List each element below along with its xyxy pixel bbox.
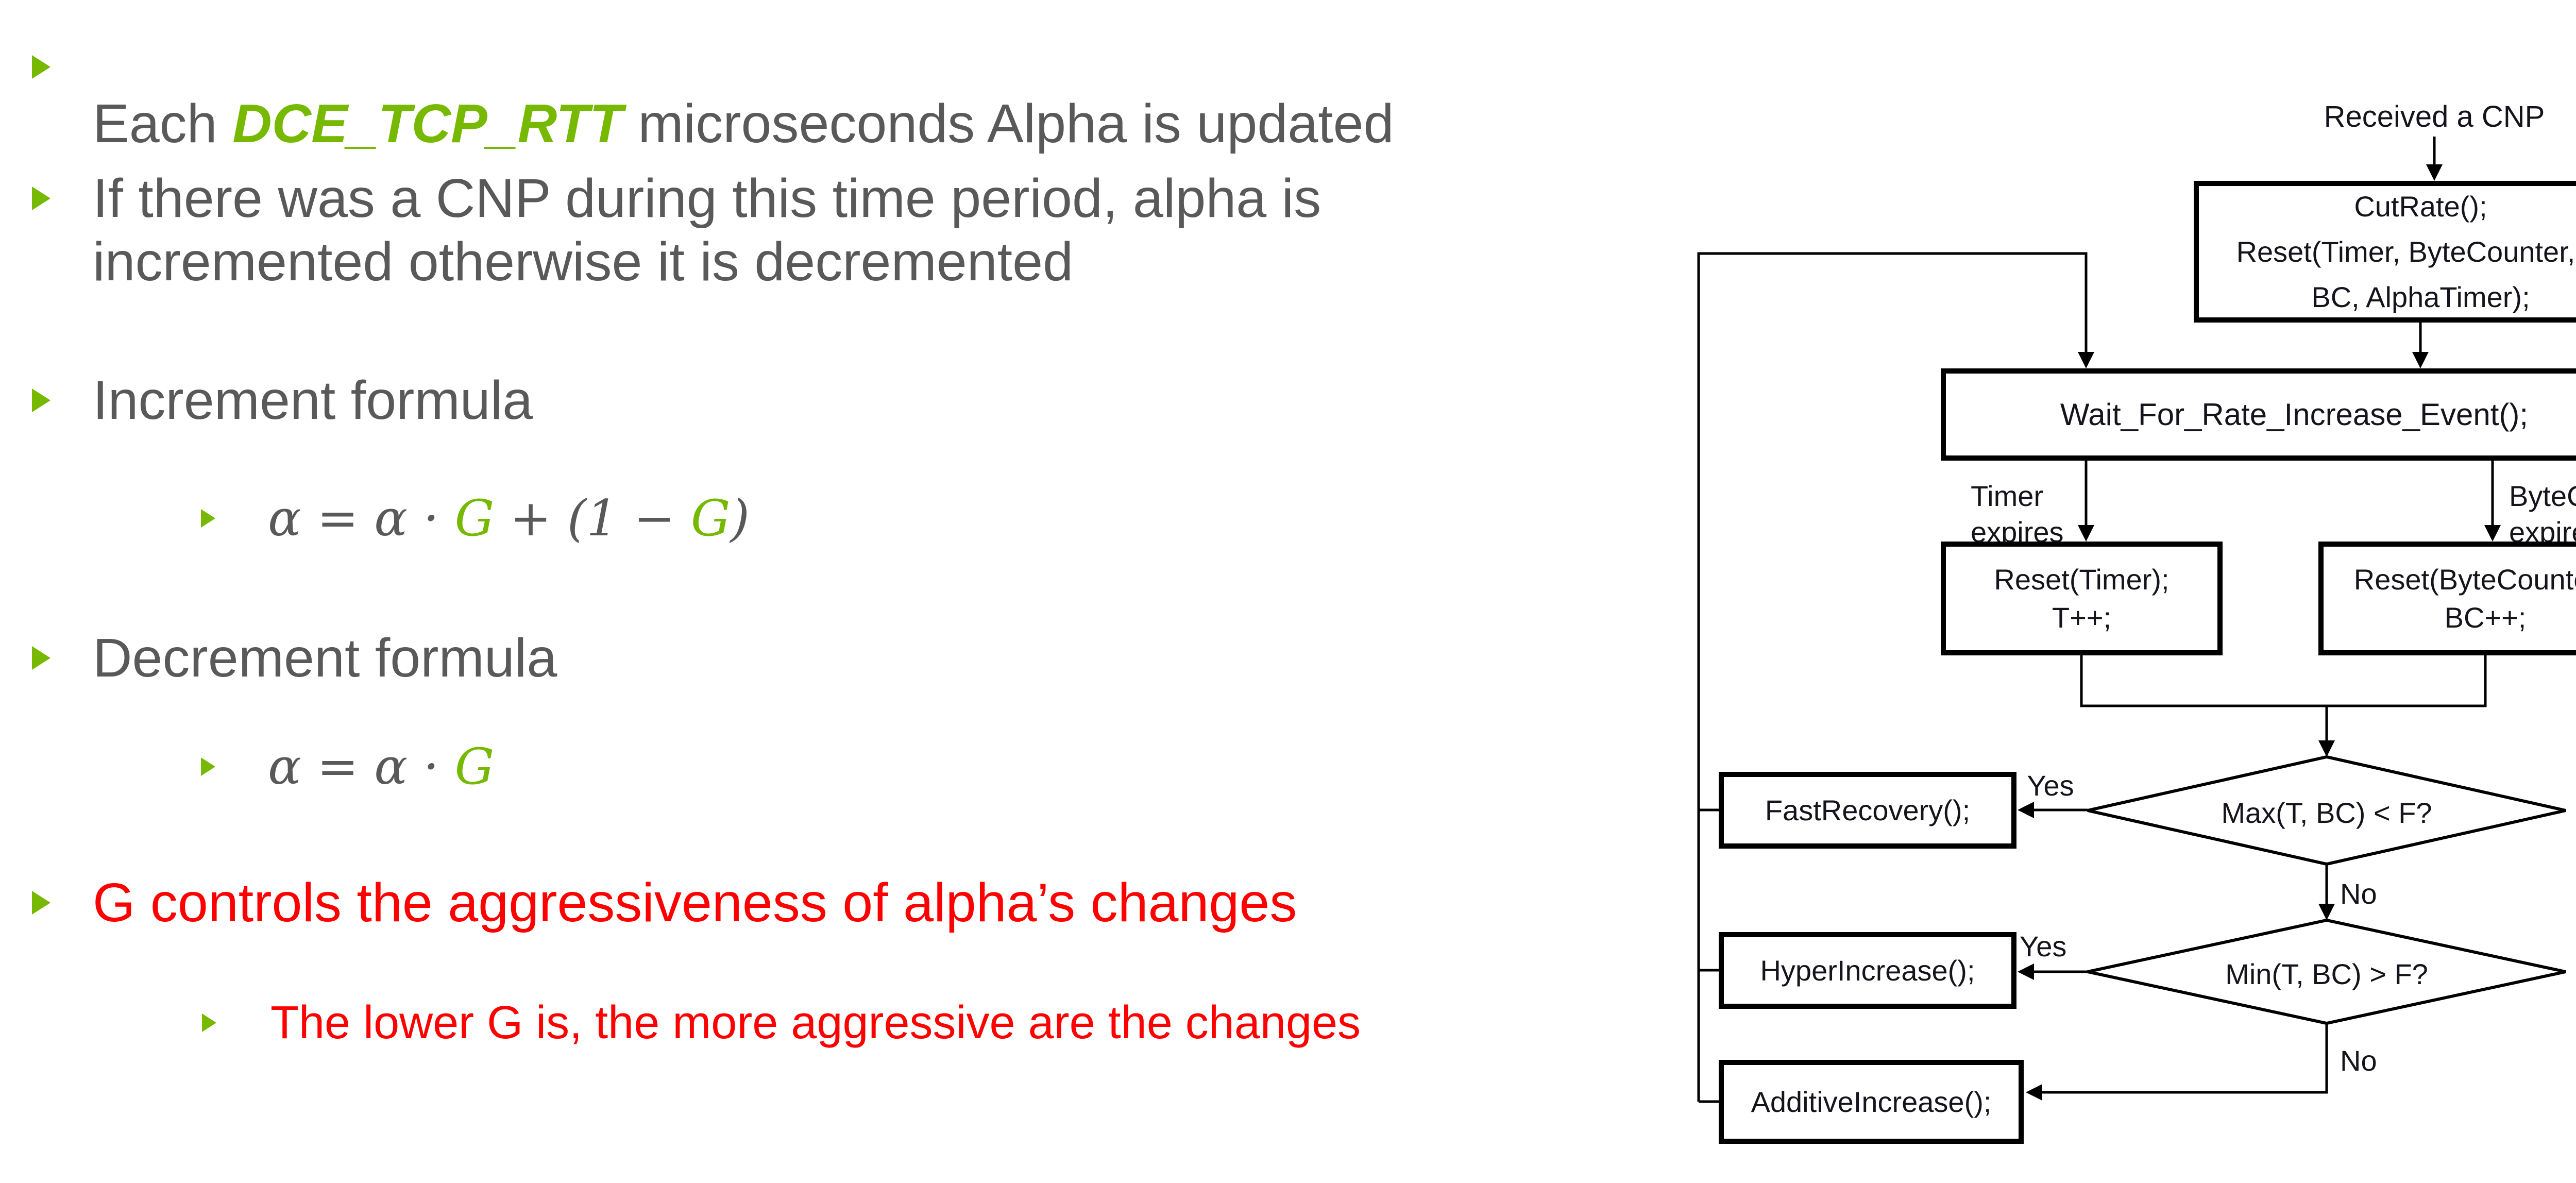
connector-lines (1697, 137, 2494, 1103)
reset-bytecounter-box: Reset(ByteCounter); BC++; (2318, 542, 2576, 655)
dce-tcp-rtt-term: DCE_TCP_RTT (232, 93, 623, 154)
formula-segment: + (1 − (494, 489, 691, 547)
hyper-increase-box: HyperIncrease(); (1719, 932, 2016, 1009)
received-cnp-label: Received a CNP (2324, 100, 2545, 133)
bullet-cnp-period: If there was a CNP during this time peri… (93, 168, 1321, 292)
decision-diamond-min (2087, 918, 2566, 1025)
bullet-arrow-icon (32, 55, 50, 79)
bullet-text-pre: Each (93, 93, 233, 154)
bullet-arrow-icon (32, 891, 50, 915)
decrement-formula-math: α = α · G (268, 736, 494, 798)
wait-rate-increase-box: Wait_For_Rate_Increase_Event(); (1941, 368, 2576, 461)
bytecounter-expires-label: ByteCounter expires (2509, 480, 2576, 548)
bullet-each-rtt: Each DCE_TCP_RTT microseconds Alpha is u… (93, 39, 1394, 152)
decision-diamond-max (2087, 755, 2566, 866)
formula-g-term: G (690, 489, 731, 547)
formula-g-term: G (454, 738, 495, 796)
sub-bullet-arrow-icon (201, 757, 215, 776)
no-label: No (2340, 877, 2377, 910)
fast-recovery-box: FastRecovery(); (1719, 772, 2016, 849)
timer-expires-label: Timer expires (1971, 480, 2064, 548)
formula-g-term: G (454, 489, 495, 547)
arrowheads (2018, 164, 2501, 1101)
bullet-g-controls: G controls the aggressiveness of alpha’s… (93, 872, 1297, 933)
cutrate-box: CutRate(); Reset(Timer, ByteCounter, T, … (2194, 181, 2576, 323)
flowchart-connectors (1697, 137, 2566, 1103)
yes-label: Yes (2020, 930, 2067, 962)
sub-bullet-lower-g: The lower G is, the more aggressive are … (270, 997, 1361, 1049)
decision-min-label: Min(T, BC) > F? (2225, 958, 2428, 990)
bullet-decrement-formula: Decrement formula (93, 628, 557, 688)
bullet-arrow-icon (32, 646, 50, 670)
formula-segment: α = α · (268, 738, 455, 796)
yes-label: Yes (2027, 769, 2074, 802)
reset-timer-box: Reset(Timer); T++; (1941, 542, 2223, 655)
decision-diamonds (2087, 755, 2566, 1025)
sub-bullet-arrow-icon (201, 509, 215, 528)
sub-bullet-arrow-icon (202, 1013, 216, 1032)
decision-max-label: Max(T, BC) < F? (2221, 797, 2432, 829)
no-label: No (2340, 1044, 2377, 1077)
bullet-arrow-icon (32, 388, 50, 412)
bullet-text-post: microseconds Alpha is updated (622, 93, 1394, 154)
bullet-arrow-icon (32, 187, 50, 210)
formula-segment: ) (730, 489, 750, 547)
bullet-panel: Each DCE_TCP_RTT microseconds Alpha is u… (32, 39, 1394, 1049)
dcqcn-flowchart: Received a CNP CutRate(); Reset(Timer, B… (1690, 31, 2576, 1183)
bullet-increment-formula: Increment formula (93, 370, 533, 431)
increment-formula-math: α = α · G + (1 − G) (268, 487, 750, 549)
formula-segment: α = α · (268, 489, 455, 547)
additive-increase-box: AdditiveIncrease(); (1719, 1060, 2024, 1144)
